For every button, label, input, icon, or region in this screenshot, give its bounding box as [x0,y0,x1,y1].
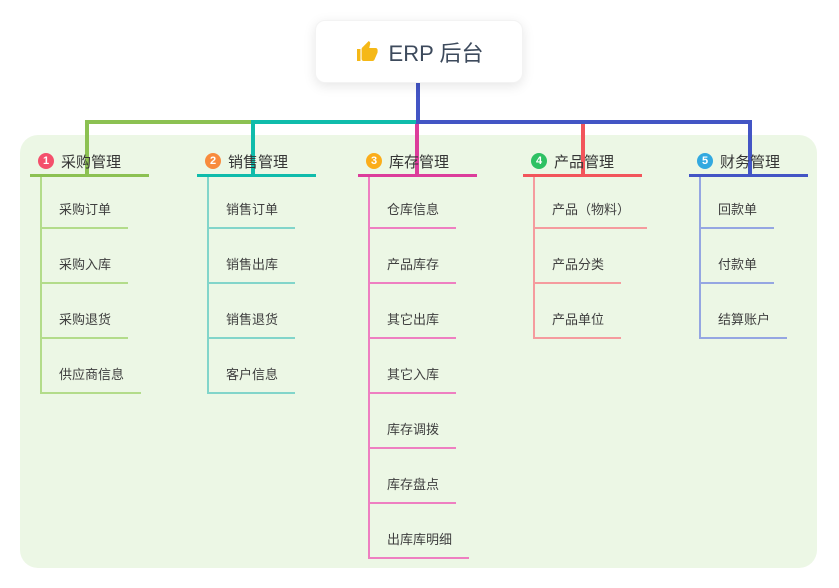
connector-drop-2 [251,120,255,177]
child-node[interactable]: 客户信息 [209,339,296,394]
child-node[interactable]: 产品库存 [370,229,457,284]
child-node[interactable]: 出库库明细 [370,504,470,559]
child-node[interactable]: 结算账户 [701,284,788,339]
branch-label: 采购管理 [61,153,122,171]
branch-children: 采购订单采购入库采购退货供应商信息 [40,177,149,394]
child-node[interactable]: 仓库信息 [370,177,457,229]
child-label: 出库库明细 [387,532,453,547]
child-label: 采购订单 [59,202,112,217]
connector-drop-3 [415,124,419,177]
branch-node: 4 产品管理 产品（物料） 产品分类产品单位 [523,148,648,339]
branch-label: 库存管理 [389,153,450,171]
child-node[interactable]: 回款单 [701,177,775,229]
child-node[interactable]: 产品单位 [535,284,622,339]
child-node[interactable]: 采购入库 [42,229,129,284]
branch-label: 销售管理 [228,153,289,171]
branch-header[interactable]: 2 销售管理 [197,148,316,177]
branch-node: 2 销售管理 销售订单销售出库销售退货客户信息 [197,148,316,394]
branch-children: 销售订单销售出库销售退货客户信息 [207,177,316,394]
child-label: 采购退货 [59,312,112,327]
child-label: 销售退货 [226,312,279,327]
child-node[interactable]: 库存盘点 [370,449,457,504]
branch-header[interactable]: 3 库存管理 [358,148,477,177]
branch-children: 产品（物料） 产品分类产品单位 [533,177,648,339]
child-node[interactable]: 销售订单 [209,177,296,229]
child-label: 其它出库 [387,312,440,327]
branch-children: 回款单付款单结算账户 [699,177,808,339]
child-label: 回款单 [718,202,758,217]
branch-label: 产品管理 [554,153,615,171]
connector-drop-4 [581,124,585,177]
child-label: 产品（物料） [552,202,631,217]
child-label: 产品分类 [552,257,605,272]
connector-drop-1 [85,120,89,177]
child-node[interactable]: 库存调拨 [370,394,457,449]
child-node[interactable]: 采购订单 [42,177,129,229]
child-node[interactable]: 产品分类 [535,229,622,284]
child-node[interactable]: 销售退货 [209,284,296,339]
child-label: 仓库信息 [387,202,440,217]
root-node[interactable]: ERP 后台 [315,20,523,83]
child-label: 结算账户 [718,312,771,327]
child-label: 产品单位 [552,312,605,327]
branch-children: 仓库信息产品库存其它出库其它入库库存调拨库存盘点出库库明细 [368,177,477,559]
connector-segment-1 [85,120,253,124]
branch-label: 财务管理 [720,153,781,171]
child-label: 客户信息 [226,367,279,382]
branch-node: 3 库存管理 仓库信息产品库存其它出库其它入库库存调拨库存盘点出库库明细 [358,148,477,559]
child-node[interactable]: 付款单 [701,229,775,284]
child-label: 付款单 [718,257,758,272]
branches-panel [20,135,817,568]
branch-header[interactable]: 4 产品管理 [523,148,642,177]
child-label: 库存调拨 [387,422,440,437]
child-node[interactable]: 其它出库 [370,284,457,339]
branch-header[interactable]: 1 采购管理 [30,148,149,177]
child-node[interactable]: 采购退货 [42,284,129,339]
child-label: 产品库存 [387,257,440,272]
branch-number-badge: 5 [697,153,713,169]
branch-number-badge: 2 [205,153,221,169]
child-node[interactable]: 供应商信息 [42,339,142,394]
branch-number-badge: 3 [366,153,382,169]
child-label: 采购入库 [59,257,112,272]
branch-header[interactable]: 5 财务管理 [689,148,808,177]
root-stem-line [416,83,420,122]
branch-number-badge: 4 [531,153,547,169]
child-label: 库存盘点 [387,477,440,492]
connector-segment-2 [251,120,418,124]
child-node[interactable]: 其它入库 [370,339,457,394]
child-node[interactable]: 产品（物料） [535,177,648,229]
root-label: ERP 后台 [388,40,484,66]
branch-node: 1 采购管理 采购订单采购入库采购退货供应商信息 [30,148,149,394]
thumbs-up-icon [355,40,379,64]
child-label: 销售订单 [226,202,279,217]
branch-node: 5 财务管理 回款单付款单结算账户 [689,148,808,339]
connector-drop-5 [748,120,752,177]
connector-segment-3 [416,120,752,124]
child-label: 供应商信息 [59,367,125,382]
branch-number-badge: 1 [38,153,54,169]
child-label: 其它入库 [387,367,440,382]
child-node[interactable]: 销售出库 [209,229,296,284]
child-label: 销售出库 [226,257,279,272]
